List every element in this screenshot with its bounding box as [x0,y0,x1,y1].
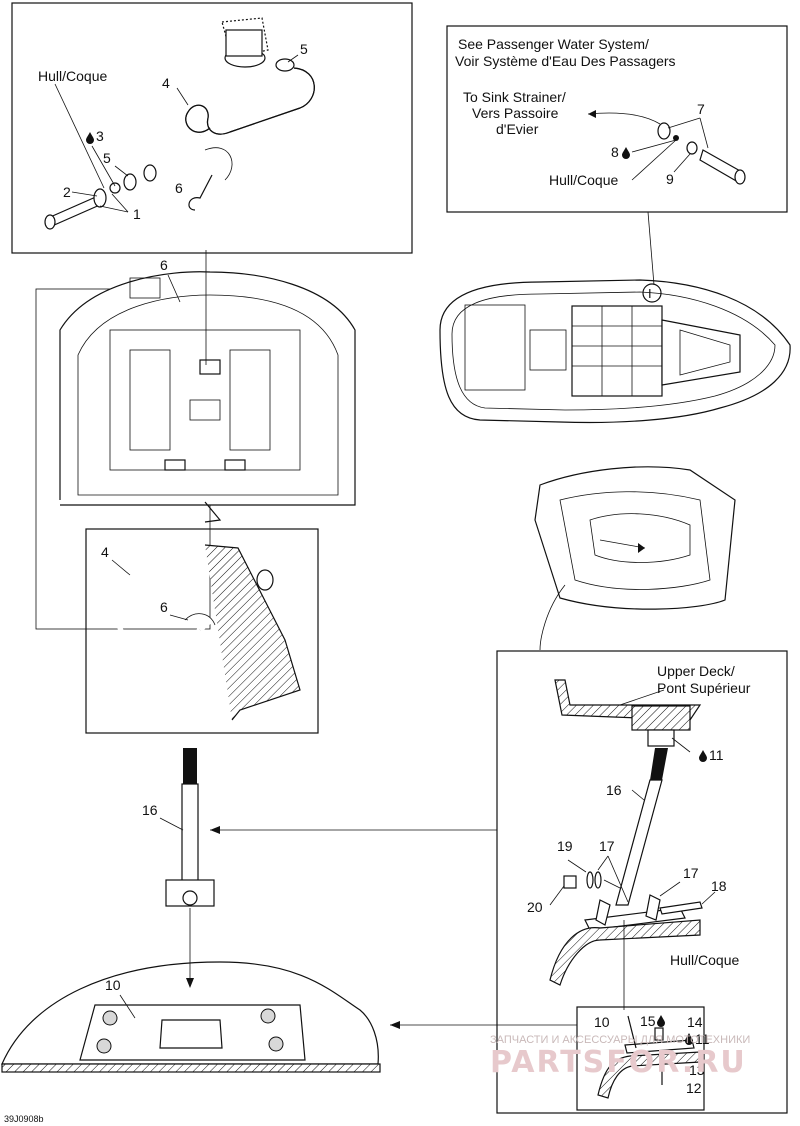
hull-label: Hull/Coque [549,172,618,188]
callout-17: 17 [599,838,615,854]
callout-11: 11 [695,1031,710,1047]
callout-6: 6 [175,180,183,196]
coiled-hose [148,67,315,167]
top-right-detail: See Passenger Water System/ Voir Système… [446,25,788,286]
deck-label-2: Pont Supérieur [657,680,751,696]
callout-16: 16 [606,782,622,798]
note-line-2: Voir Système d'Eau Des Passagers [455,53,676,69]
bilge-pump [221,17,269,68]
bow-view [534,466,736,651]
callout-4: 4 [162,75,170,91]
hull-interior-view: 6 [35,250,356,630]
callout-6: 6 [160,257,168,273]
liquid-drop-icon [622,147,630,159]
callout-20: 20 [527,899,543,915]
callout-18: 18 [711,878,727,894]
hull-fitting [44,164,157,230]
callout-10: 10 [594,1014,610,1030]
top-left-detail: Hull/Coque 3 5 5 4 2 1 6 [11,2,413,254]
support-post: 16 [142,748,497,988]
hose-detail: 4 6 [85,528,319,734]
craft-top-view: I [439,279,791,424]
note-line-1: See Passenger Water System/ [458,36,649,52]
callout-2: 2 [63,184,71,200]
callout-6: 6 [160,599,168,615]
hull-label: Hull/Coque [670,952,739,968]
liquid-drop-icon [699,750,707,762]
callout-3: 3 [96,128,104,144]
callout-10: 10 [105,977,121,993]
deck-mount-detail: Upper Deck/ Pont Supérieur 11 16 19 17 1… [496,650,788,1114]
callout-7: 7 [697,101,705,117]
callout-14: 14 [687,1014,703,1030]
sink-line-2: Vers Passoire [472,105,559,121]
detail-callout-i: I [648,286,652,301]
callout-17: 17 [683,865,699,881]
callout-13: 13 [689,1062,705,1078]
liquid-drop-icon [86,132,94,144]
callout-1: 1 [133,206,141,222]
callout-12: 12 [686,1080,702,1096]
deck-label-1: Upper Deck/ [657,663,735,679]
callout-8: 8 [611,144,619,160]
watermark-text: ЗАПЧАСТИ И АКСЕССУАРЫ ДЛЯ МОТОТЕХНИКИ [490,1034,750,1046]
callout-19: 19 [557,838,573,854]
callout-9: 9 [666,171,674,187]
callout-11: 11 [709,747,724,763]
callout-5: 5 [300,41,308,57]
callout-4: 4 [101,544,109,560]
callout-5: 5 [103,150,111,166]
liquid-drop-icon [657,1015,665,1027]
sink-line-1: To Sink Strainer/ [463,89,566,105]
callout-15: 15 [640,1013,656,1029]
hull-floor-plate: 10 [1,961,577,1073]
figure-code: 39J0908b [4,1114,44,1124]
sink-line-3: d'Evier [496,121,539,137]
callout-16: 16 [142,802,158,818]
hull-label: Hull/Coque [38,68,107,84]
plate-inset: 10 15 14 11 13 12 [576,1006,710,1111]
watermark-logo: PARTSFOR.RU [490,1045,747,1080]
